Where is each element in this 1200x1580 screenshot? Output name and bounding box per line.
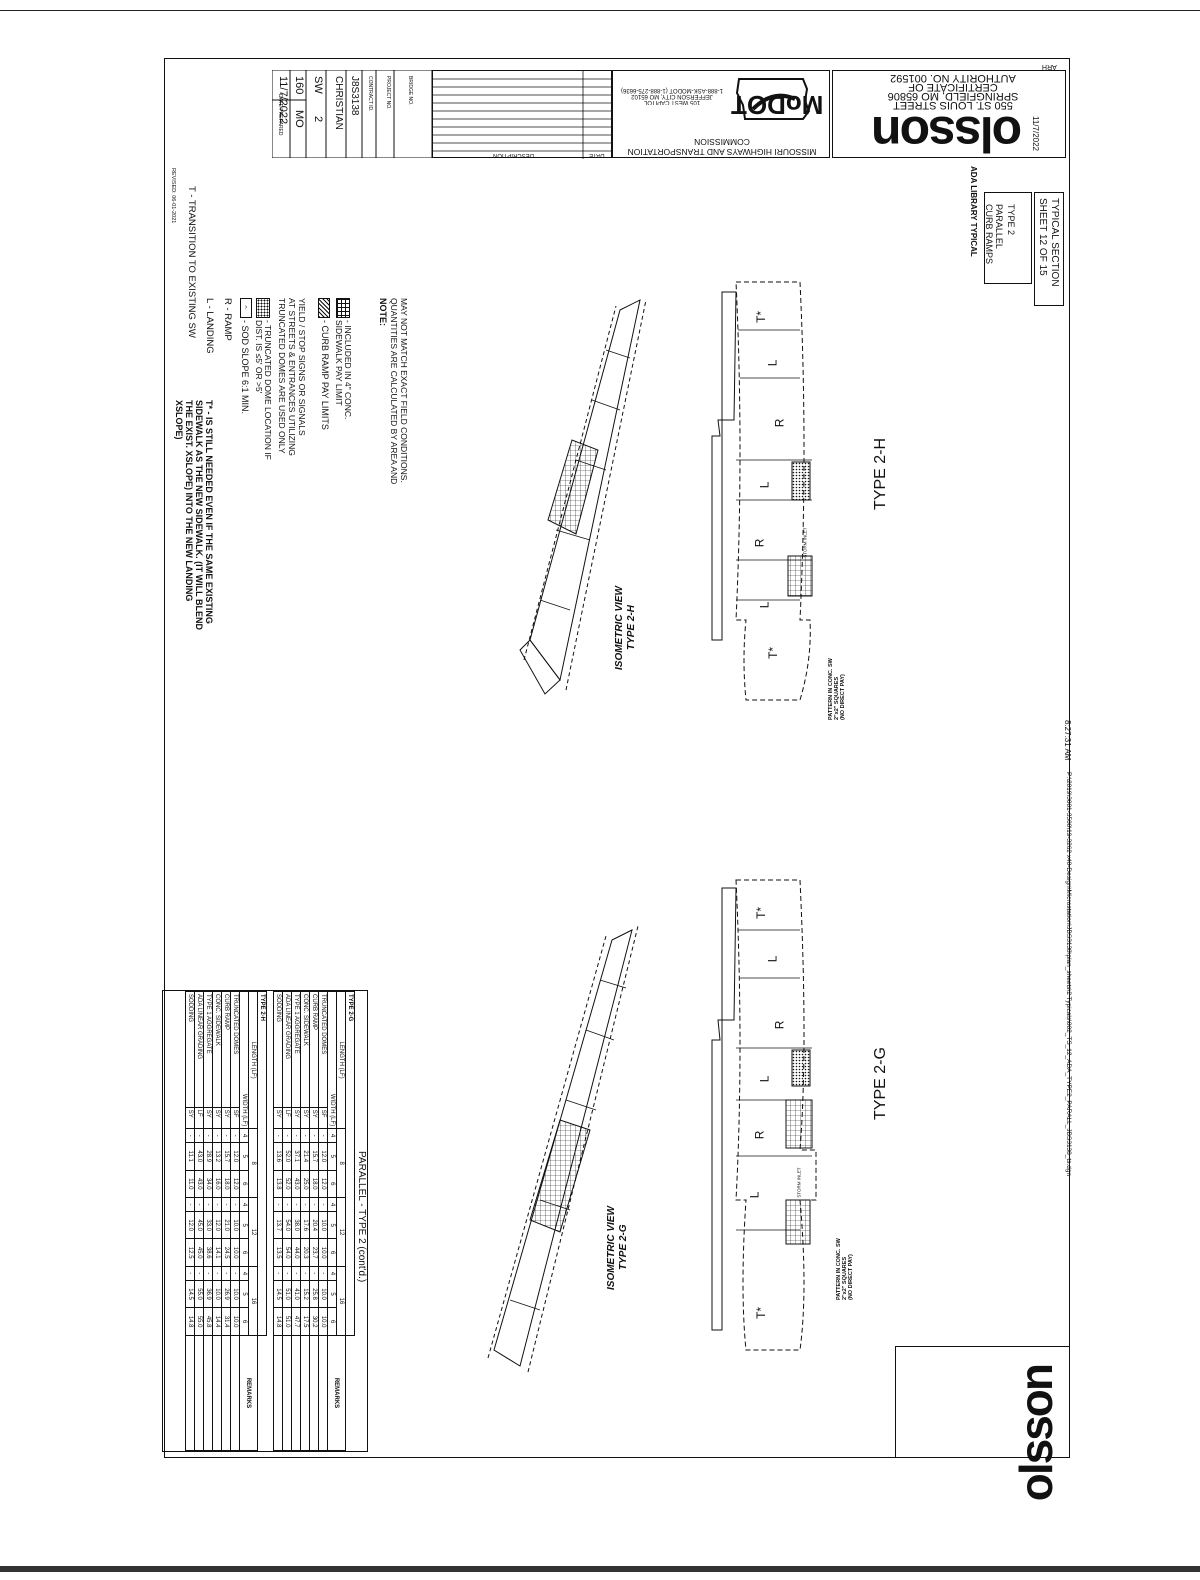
- project-info-block: DATE PREPARED 11/7/2022 160 MO SW 2 CHRI…: [272, 70, 432, 158]
- legend-sod-swatch: ›: [240, 298, 252, 318]
- project-info-grid: [272, 70, 432, 158]
- missouri-outline-icon: [735, 78, 811, 120]
- revision-block: DATE DESCRIPTION: [432, 70, 613, 159]
- label-type-2g: TYPE 2-G: [872, 1047, 889, 1120]
- legend-pay-swatch: [318, 298, 330, 318]
- revision-grid: [433, 71, 613, 159]
- plan-2h-label-t2: T*: [766, 646, 781, 659]
- plan-2g-label-l2: L: [757, 1075, 772, 1083]
- sheet-title-box2: [1034, 192, 1064, 306]
- sheet-title-box: [984, 192, 1032, 284]
- agency-logo-icon: [733, 75, 813, 123]
- plan-type-2h: [711, 281, 813, 701]
- plan-2g-label-r1: R: [772, 1020, 787, 1030]
- storm-inlet-2g: STORM INLET: [796, 1167, 802, 1198]
- pattern-note-2h: PATTERN IN CONC. SW 2"x2" SQUARES (NO DI…: [828, 658, 846, 720]
- pattern-2h-l3: (NO DIRECT PAY): [840, 674, 846, 720]
- pattern-note-2g: PATTERN IN CONC. SW 2"x2" SQUARES (NO DI…: [836, 1238, 854, 1300]
- iso-type-2h: [519, 299, 647, 695]
- sheet-title-block: ADA LIBRARY TYPICAL TYPE 2 PARALLEL CURB…: [960, 162, 1066, 306]
- plan-2h-label-l2: L: [757, 481, 772, 489]
- iso-type-2g: [487, 925, 639, 1373]
- plan-2g-label-r2: R: [752, 1130, 767, 1140]
- plan-type-2g: [711, 879, 817, 1351]
- label-type-2h: TYPE 2-H: [872, 437, 889, 510]
- iso-2g-caption1: ISOMETRIC VIEW: [606, 1206, 617, 1290]
- plan-2h-label-l3: L: [757, 601, 772, 609]
- scan-bottom-edge: [0, 1566, 1200, 1572]
- plan-2g-label-t1: T*: [754, 906, 769, 919]
- firm-block: olsson 550 ST. LOUIS STREET SPRINGFIELD,…: [832, 70, 1066, 162]
- pattern-2g-l3: (NO DIRECT PAY): [848, 1254, 854, 1300]
- iso-2h-caption2: TYPE 2-H: [626, 604, 637, 650]
- plan-2h-label-r2: R: [752, 538, 767, 548]
- plan-2h-label-l1: L: [765, 359, 780, 367]
- iso-2h-caption1: ISOMETRIC VIEW: [614, 586, 625, 670]
- plan-2g-label-t2: T*: [754, 1306, 769, 1319]
- storm-inlet-2h: STORM INLET: [802, 527, 808, 558]
- legend-dome-swatch: [256, 298, 270, 318]
- iso-2g-caption2: TYPE 2-G: [618, 1224, 629, 1270]
- plan-2h-label-t1: T*: [754, 310, 769, 323]
- agency-block: MISSOURI HIGHWAYS AND TRANSPORTATION COM…: [612, 70, 830, 158]
- plan-2h-label-r1: R: [772, 418, 787, 428]
- legend-sidewalk-swatch: [336, 298, 350, 318]
- plan-2g-label-l3: L: [747, 1191, 762, 1199]
- sheet-border: [164, 58, 1070, 1458]
- scan-edge-line: [0, 10, 1200, 11]
- plan-2g-label-l1: L: [765, 955, 780, 963]
